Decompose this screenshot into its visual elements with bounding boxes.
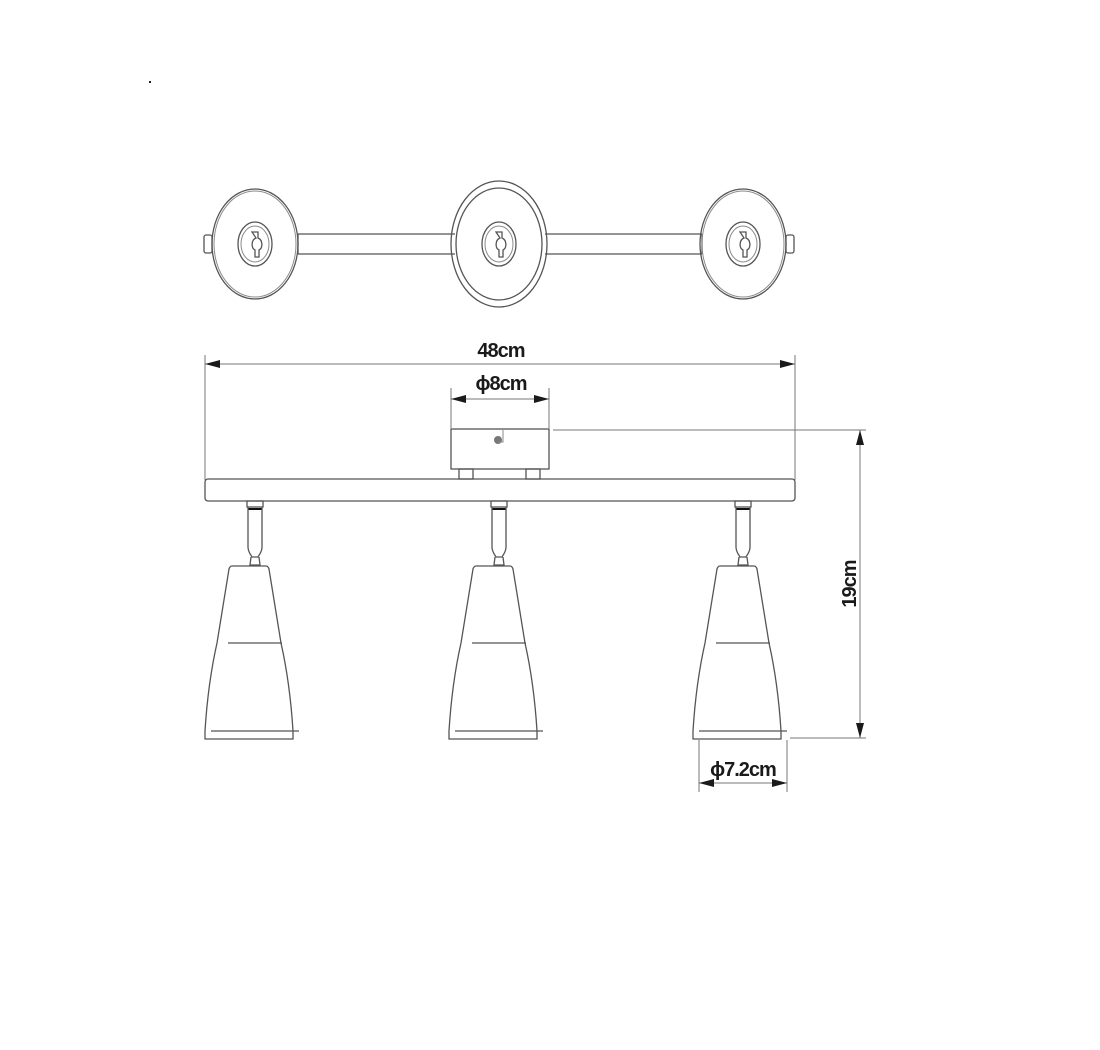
top-view-spotlight-left bbox=[203, 188, 299, 300]
spotlight-left bbox=[204, 500, 299, 740]
dimension-canopy-diameter: ϕ8cm bbox=[450, 373, 550, 428]
label-shade-diameter: ϕ7.2cm bbox=[710, 759, 776, 781]
top-view-spotlight-middle bbox=[450, 180, 548, 308]
ceiling-canopy bbox=[450, 428, 550, 480]
dimension-overall-height: 19cm bbox=[553, 429, 866, 739]
dimension-overall-width: 48cm bbox=[204, 340, 796, 480]
top-view bbox=[203, 180, 795, 308]
label-canopy-diameter: ϕ8cm bbox=[475, 373, 526, 395]
spotlight-right bbox=[692, 500, 787, 740]
spotlight-middle bbox=[448, 500, 543, 740]
stray-dot bbox=[149, 81, 151, 83]
label-overall-height: 19cm bbox=[839, 560, 861, 607]
mounting-bar bbox=[204, 478, 796, 502]
label-overall-width: 48cm bbox=[477, 340, 524, 362]
top-view-spotlight-right bbox=[699, 188, 795, 300]
front-view bbox=[204, 428, 796, 740]
dimension-shade-diameter: ϕ7.2cm bbox=[698, 740, 788, 792]
